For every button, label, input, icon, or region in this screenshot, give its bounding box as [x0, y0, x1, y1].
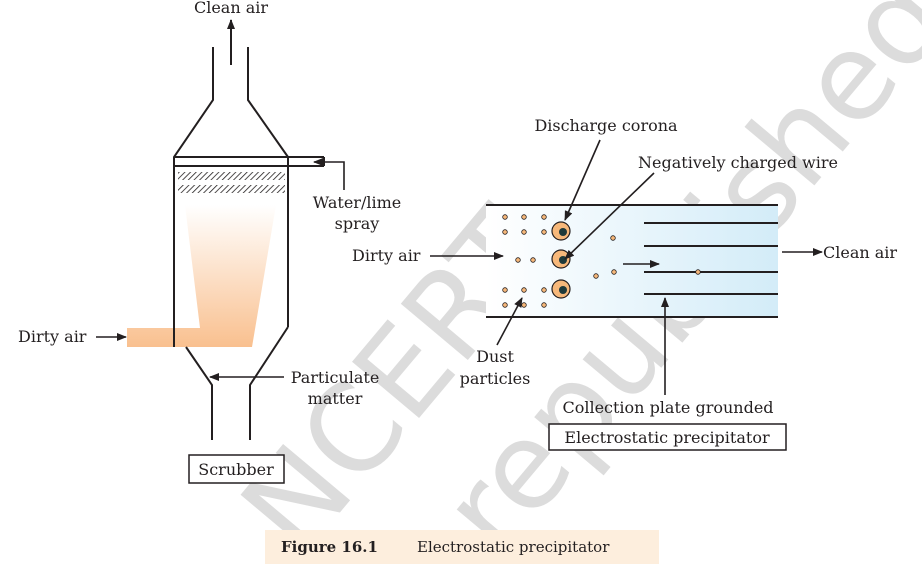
spray-bar-2 [178, 185, 285, 193]
dust-particle [593, 273, 599, 279]
label-spray: spray [335, 214, 380, 233]
dust-particle [610, 235, 616, 241]
precipitator-diagram: Discharge corona Negatively charged wire… [352, 116, 897, 451]
dust-particle [521, 214, 527, 220]
dust-particle [502, 287, 508, 293]
negative-wire-pointer [564, 172, 655, 260]
spray-arrow [313, 158, 345, 190]
dust-pointer [496, 297, 523, 346]
label-particulate: Particulate [291, 368, 380, 387]
label-dust: Dust [476, 347, 514, 366]
caption-background [265, 530, 659, 564]
dust-particle [502, 214, 508, 220]
duct [486, 205, 778, 317]
label-negative-wire: Negatively charged wire [638, 153, 838, 172]
dust-particle [502, 229, 508, 235]
dust-particle [521, 229, 527, 235]
charged-wire-3 [559, 286, 567, 294]
precipitator-title-box [548, 423, 787, 451]
label-discharge-corona: Discharge corona [534, 116, 678, 135]
figure-caption: Figure 16.1 Electrostatic precipitator [265, 530, 659, 564]
dust-particle [541, 287, 547, 293]
scrubber-title: Scrubber [198, 460, 274, 479]
dirty-air-flow [127, 205, 276, 347]
dust-particle [541, 302, 547, 308]
precipitator-title: Electrostatic precipitator [564, 428, 770, 447]
label-matter: matter [308, 389, 363, 408]
dust-particle [695, 269, 701, 275]
dust-particles [502, 214, 701, 308]
label-clean-air-right: Clean air [823, 243, 897, 262]
caption-text: Electrostatic precipitator [417, 538, 610, 556]
label-clean-air-top: Clean air [194, 0, 268, 17]
dust-particle [530, 257, 536, 263]
scrubber-outline [173, 47, 325, 440]
label-collection-plate: Collection plate grounded [562, 398, 773, 417]
duct-walls [486, 204, 778, 318]
collection-plates [644, 222, 778, 295]
discharge-corona-pointer [564, 139, 601, 221]
scrubber-diagram: Clean air Water/lime spray Dirty air Par… [18, 0, 401, 484]
dust-particle [611, 269, 617, 275]
spray-bar-1 [178, 172, 285, 180]
scrubber-title-box [188, 454, 285, 484]
label-water-lime: Water/lime [313, 193, 401, 212]
charged-wires [551, 221, 571, 299]
dust-particle [541, 214, 547, 220]
dust-particle [515, 257, 521, 263]
label-dirty-air-left: Dirty air [18, 327, 87, 346]
caption-figure-label: Figure 16.1 [281, 538, 378, 556]
label-dirty-air-right: Dirty air [352, 246, 421, 265]
dust-particle [502, 302, 508, 308]
dust-particle [541, 229, 547, 235]
dust-particle [521, 302, 527, 308]
label-particles: particles [460, 369, 531, 388]
dust-particle [521, 287, 527, 293]
charged-wire-1 [559, 228, 567, 236]
